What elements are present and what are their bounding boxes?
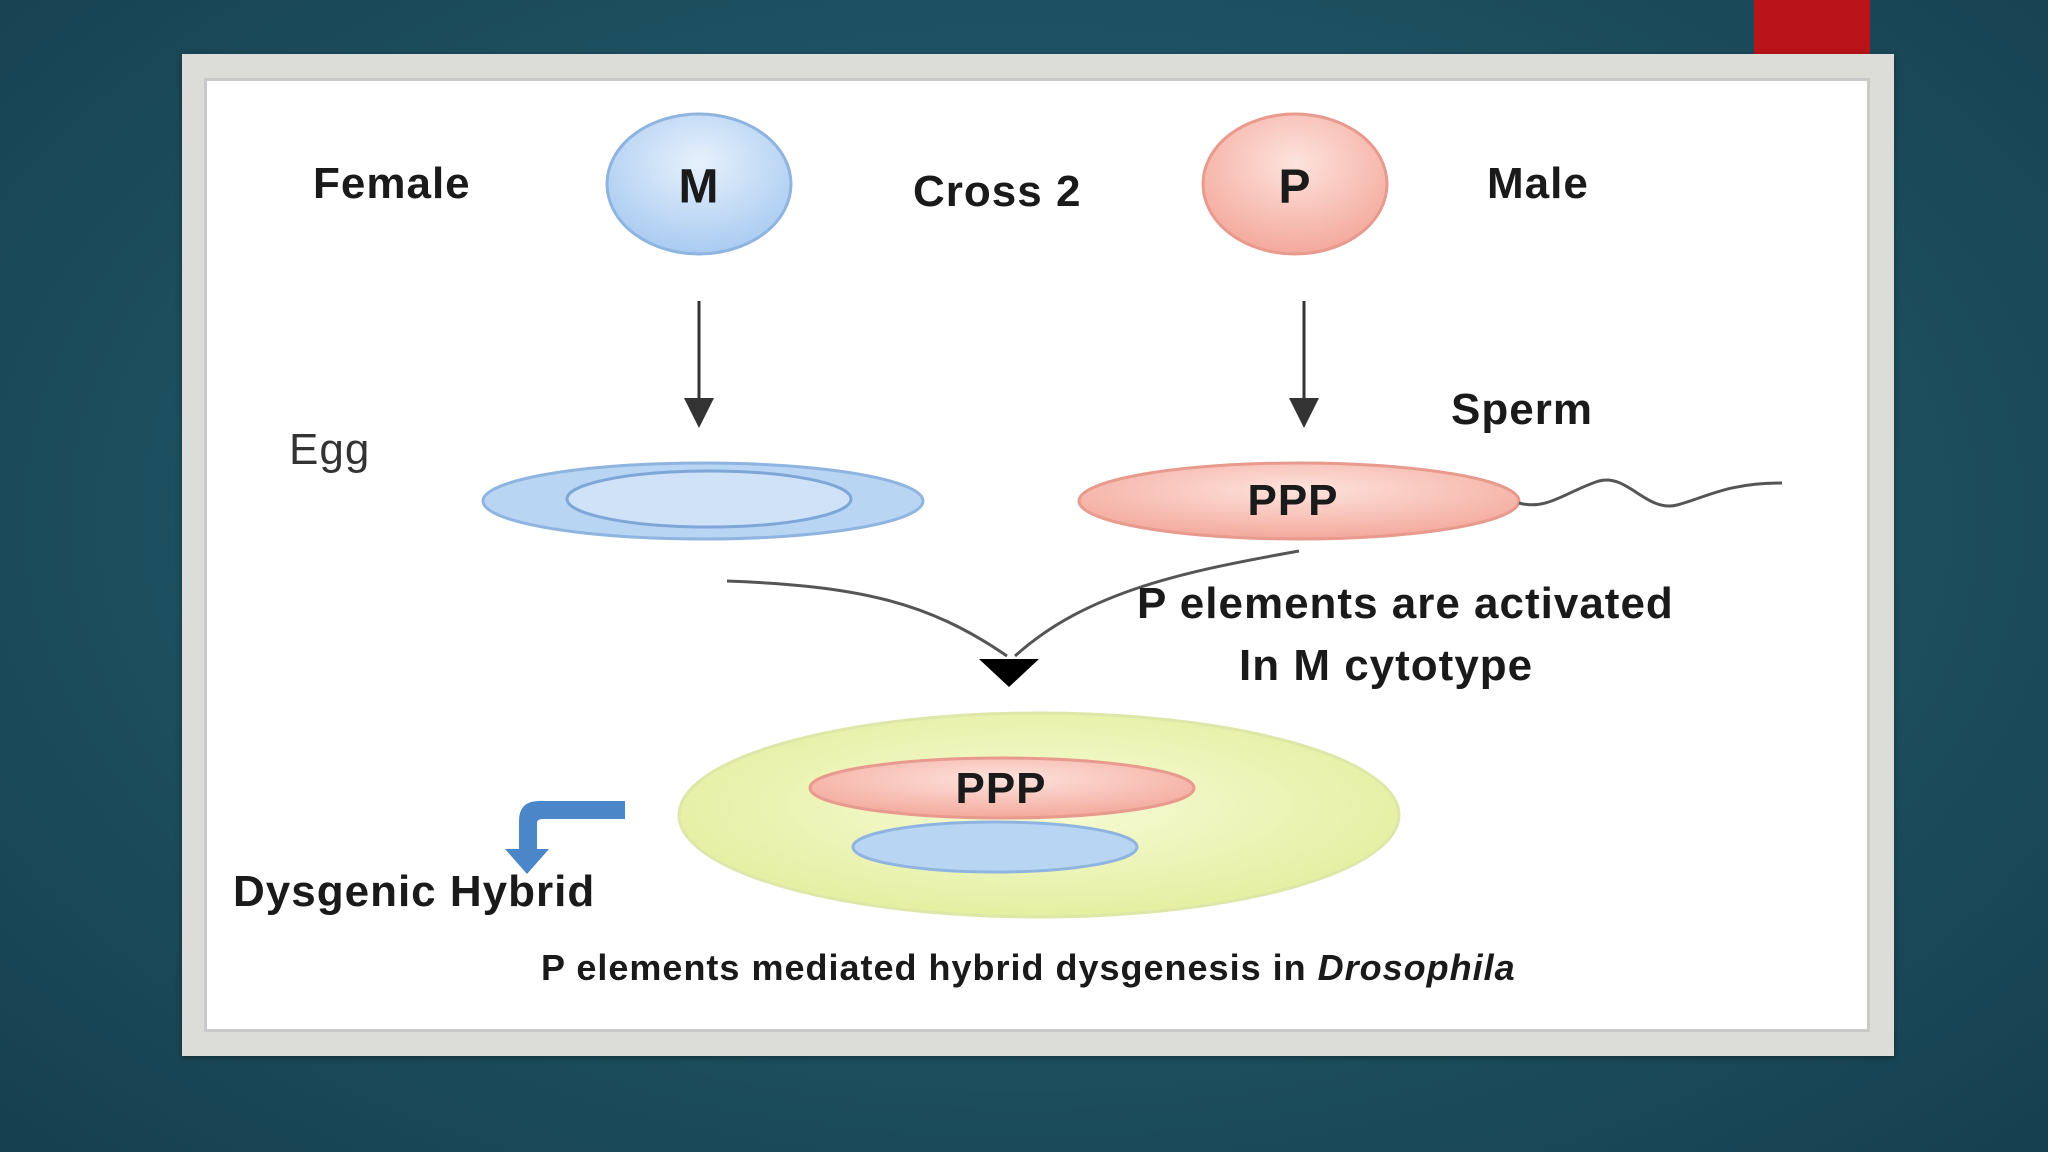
diagram-panel: Female M Cross 2 P Male Egg Sperm PPP P … bbox=[204, 78, 1870, 1032]
figure-caption: P elements mediated hybrid dysgenesis in… bbox=[541, 947, 1516, 989]
sperm-cargo-label: PPP bbox=[1247, 476, 1339, 525]
zygote-cargo-label: PPP bbox=[955, 764, 1047, 813]
cross-label: Cross 2 bbox=[913, 167, 1082, 216]
sperm-label: Sperm bbox=[1451, 385, 1593, 434]
maternal-letter: M bbox=[678, 160, 720, 214]
activation-annotation-line1: P elements are activated bbox=[1137, 579, 1674, 628]
male-label: Male bbox=[1487, 159, 1589, 208]
caption-main: P elements mediated hybrid dysgenesis in bbox=[541, 947, 1318, 988]
sperm-tail bbox=[1518, 478, 1783, 508]
sperm-to-zygote-arrow bbox=[1013, 549, 1300, 658]
dysgenic-hybrid-label: Dysgenic Hybrid bbox=[233, 867, 596, 916]
egg-label: Egg bbox=[289, 425, 371, 474]
paternal-letter: P bbox=[1278, 160, 1312, 214]
egg-nucleus bbox=[565, 469, 853, 529]
maternal-circle bbox=[605, 112, 793, 256]
zygote-maternal-nucleus bbox=[851, 820, 1139, 874]
slide-red-accent bbox=[1754, 0, 1870, 56]
female-label: Female bbox=[313, 159, 471, 208]
slide-frame: Female M Cross 2 P Male Egg Sperm PPP P … bbox=[182, 54, 1894, 1056]
paternal-circle bbox=[1201, 112, 1389, 256]
zygote-paternal-nucleus bbox=[808, 756, 1196, 820]
egg-to-zygote-arrow bbox=[726, 579, 1008, 658]
sperm-head bbox=[1077, 461, 1521, 541]
hybrid-bent-arrow bbox=[505, 781, 625, 874]
diagram-canvas bbox=[481, 112, 1783, 919]
activation-annotation-line2: In M cytotype bbox=[1239, 641, 1534, 690]
caption-species: Drosophila bbox=[1317, 947, 1516, 988]
converge-arrowhead bbox=[979, 659, 1039, 687]
